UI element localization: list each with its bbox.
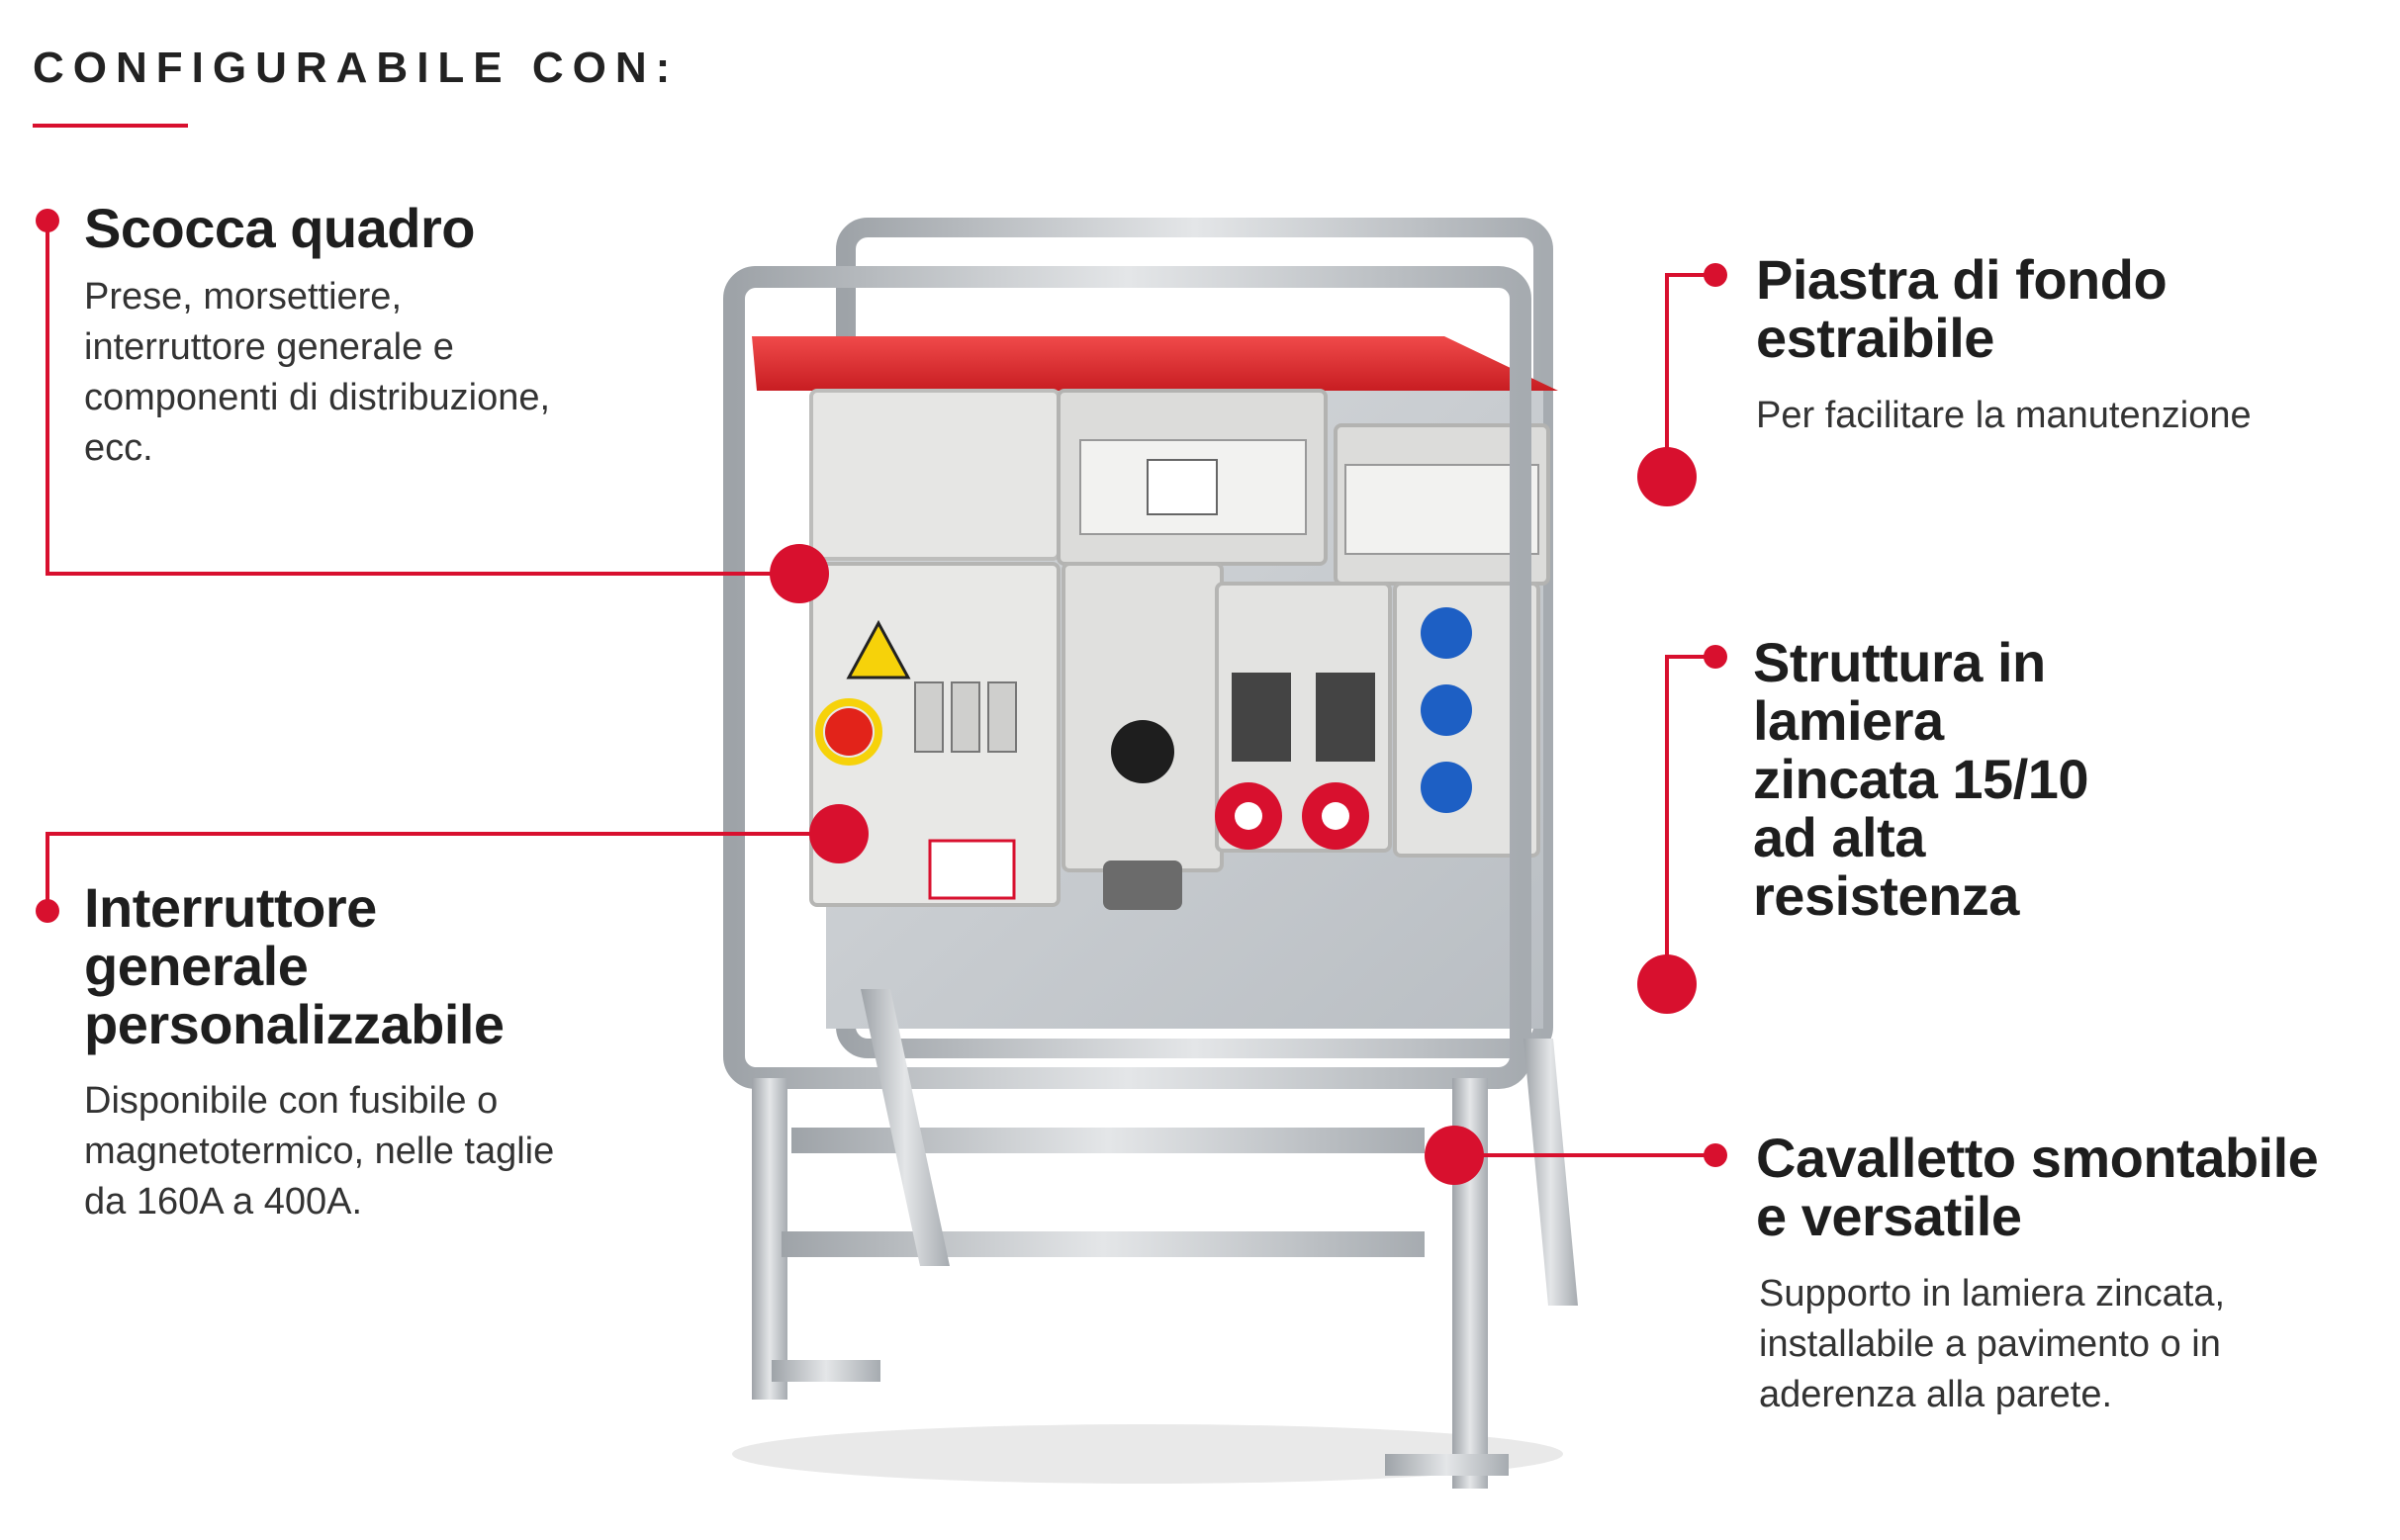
marker-piastra — [1637, 447, 1697, 506]
stand — [752, 989, 1578, 1489]
marker-interruttore — [809, 804, 869, 863]
blue-socket-1 — [1421, 607, 1472, 659]
marker-struttura — [1637, 954, 1697, 1014]
floor-shadow — [732, 1424, 1563, 1484]
blue-socket-3 — [1421, 762, 1472, 813]
junction-box — [809, 389, 1061, 561]
warning-triangle — [846, 619, 911, 679]
section-heading: CONFIGURABILE CON: — [33, 44, 680, 92]
marker-scocca — [770, 544, 829, 603]
marker-cavalletto — [1425, 1126, 1484, 1185]
red-rotary-handle — [825, 708, 873, 756]
black-rotary-knob — [1111, 720, 1174, 783]
marker-dot-scocca-start — [36, 209, 59, 232]
marker-dot-struttura-start — [1704, 645, 1727, 669]
title-cavalletto: Cavalletto smontabile e versatile — [1756, 1127, 2319, 1247]
marker-dot-cavalletto-end — [1704, 1143, 1727, 1167]
desc-cavalletto: Supporto in lamiera zincata, installabil… — [1759, 1273, 2226, 1415]
heading-underline — [33, 124, 188, 128]
marker-dot-piastra-start — [1704, 263, 1727, 287]
red-sockets-panel — [1215, 582, 1392, 853]
socket-panel-knob — [1062, 562, 1224, 872]
front-frame — [723, 266, 1531, 1089]
desc-scocca-quadro: Prese, morsettiere, interruttore general… — [84, 276, 551, 469]
callout-line-struttura — [1665, 655, 1715, 984]
red-top-cover — [752, 336, 1558, 391]
title-scocca-quadro: Scocca quadro — [84, 197, 475, 259]
marker-dot-interruttore-start — [36, 899, 59, 923]
title-interruttore-generale: Interruttore generale personalizzabile — [84, 876, 505, 1055]
callout-line-piastra — [1665, 273, 1715, 477]
title-struttura-lamiera: Struttura in lamiera zincata 15/10 ad al… — [1753, 631, 2089, 927]
callout-line-interruttore — [46, 832, 839, 911]
desc-interruttore-generale: Disponibile con fusibile o magnetotermic… — [84, 1080, 555, 1223]
callout-line-scocca — [46, 221, 799, 576]
desc-piastra-di-fondo: Per facilitare la manutenzione — [1756, 395, 2252, 436]
blue-socket-2 — [1421, 684, 1472, 736]
warning-label — [928, 839, 1016, 900]
title-piastra-di-fondo: Piastra di fondo estraibile — [1756, 248, 2168, 369]
